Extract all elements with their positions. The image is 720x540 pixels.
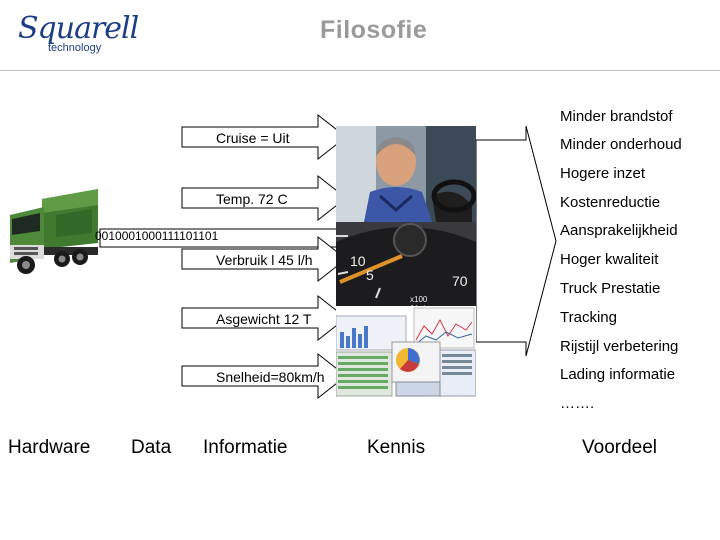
header-divider [0, 70, 720, 71]
benefit-item: Hoger kwaliteit [560, 251, 659, 268]
squarell-logo: Squarell [18, 11, 139, 46]
benefit-item: Rijstijl verbetering [560, 338, 679, 355]
binary-data: 0010001000111101101 [95, 229, 219, 243]
gauge-number-10: 10 [350, 253, 366, 269]
software-screenshots [336, 306, 476, 398]
column-label-kennis: Kennis [367, 437, 426, 458]
input-label-temp: Temp. 72 C [216, 191, 288, 207]
benefit-item: Minder onderhoud [560, 136, 682, 153]
benefit-item: Truck Prestatie [560, 280, 661, 297]
arrow-kennis-voordeel [476, 126, 557, 356]
page-title: Filosofie [320, 16, 428, 44]
input-label-cruise: Cruise = Uit [216, 130, 290, 146]
benefit-item: Hogere inzet [560, 165, 646, 182]
benefit-item: ……. [560, 395, 595, 412]
gauge-number-70: 70 [452, 273, 468, 289]
gauge-number-5: 5 [366, 267, 374, 283]
benefit-item: Lading informatie [560, 366, 676, 383]
column-label-informatie: Informatie [203, 437, 288, 458]
column-label-data: Data [131, 437, 172, 458]
column-label-voordeel: Voordeel [582, 437, 658, 458]
input-label-snelheid: Snelheid=80km/h [216, 369, 325, 385]
gauge-unit-multiplier: x100 [410, 295, 428, 304]
input-label-verbruik: Verbruik l 45 l/h [216, 252, 313, 268]
driver-photo [336, 126, 476, 222]
truck-image [10, 189, 98, 274]
benefit-item: Kostenreductie [560, 194, 661, 211]
benefit-item: Tracking [560, 309, 617, 326]
column-label-hardware: Hardware [8, 437, 91, 458]
input-label-asgewicht: Asgewicht 12 T [216, 311, 312, 327]
gauge-photo: 10 5 70 x100 1/min [336, 222, 476, 314]
benefit-item: Minder brandstof [560, 108, 673, 125]
benefit-item: Aansprakelijkheid [560, 222, 678, 239]
logo-subtitle: technology [48, 42, 102, 54]
